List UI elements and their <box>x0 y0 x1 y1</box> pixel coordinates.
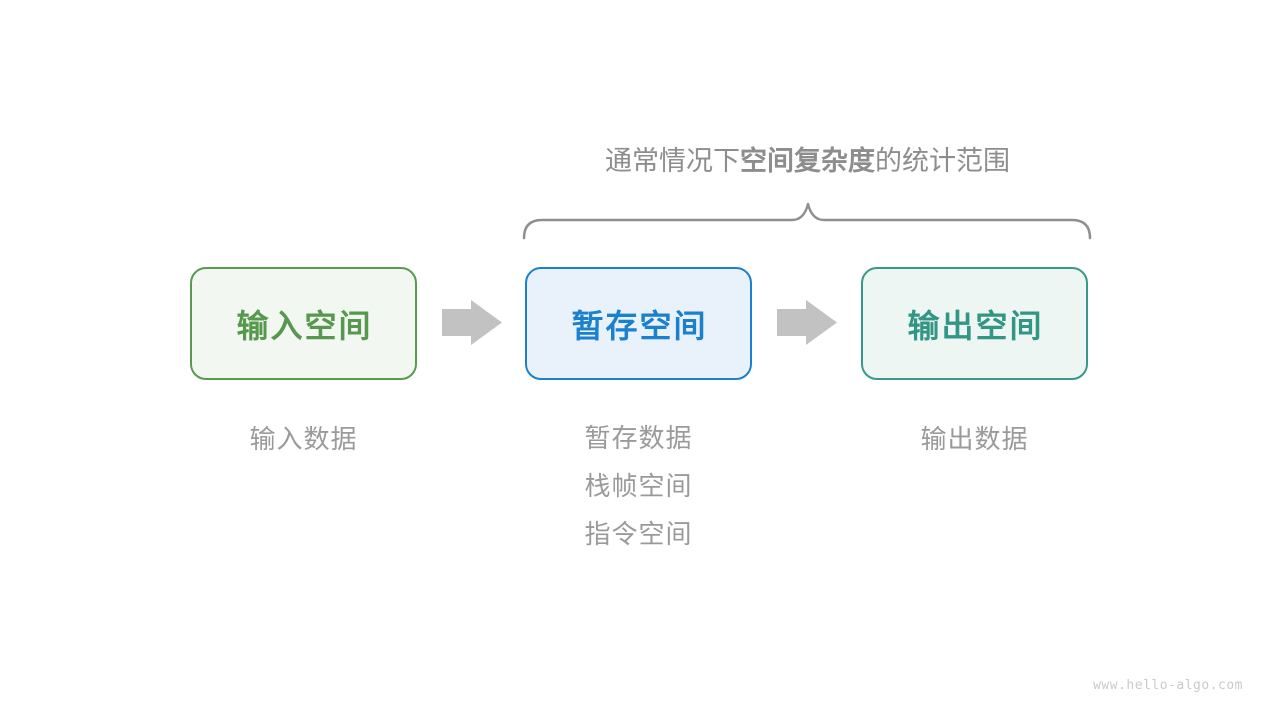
box-temp-space: 暂存空间 <box>525 267 752 380</box>
curly-brace <box>522 202 1092 240</box>
box-input-space: 输入空间 <box>190 267 417 380</box>
title-prefix: 通常情况下 <box>605 146 740 176</box>
box-output-space-label: 输出空间 <box>907 307 1044 344</box>
watermark: www.hello-algo.com <box>1093 678 1243 693</box>
label-output-data: 输出数据 <box>920 424 1029 454</box>
title-bold-term: 空间复杂度 <box>740 146 875 176</box>
label-stack-frame-space: 栈帧空间 <box>584 471 693 501</box>
diagram-title: 通常情况下空间复杂度的统计范围 <box>505 143 1110 179</box>
box-output-space: 输出空间 <box>861 267 1088 380</box>
label-input-data: 输入数据 <box>249 424 358 454</box>
title-suffix: 的统计范围 <box>875 146 1010 176</box>
label-instruction-space: 指令空间 <box>584 519 693 549</box>
right-arrow-icon <box>442 300 502 345</box>
label-temp-data: 暂存数据 <box>584 423 693 453</box>
box-input-space-label: 输入空间 <box>236 307 373 344</box>
right-arrow-icon <box>777 300 837 345</box>
box-temp-space-label: 暂存空间 <box>571 307 708 344</box>
